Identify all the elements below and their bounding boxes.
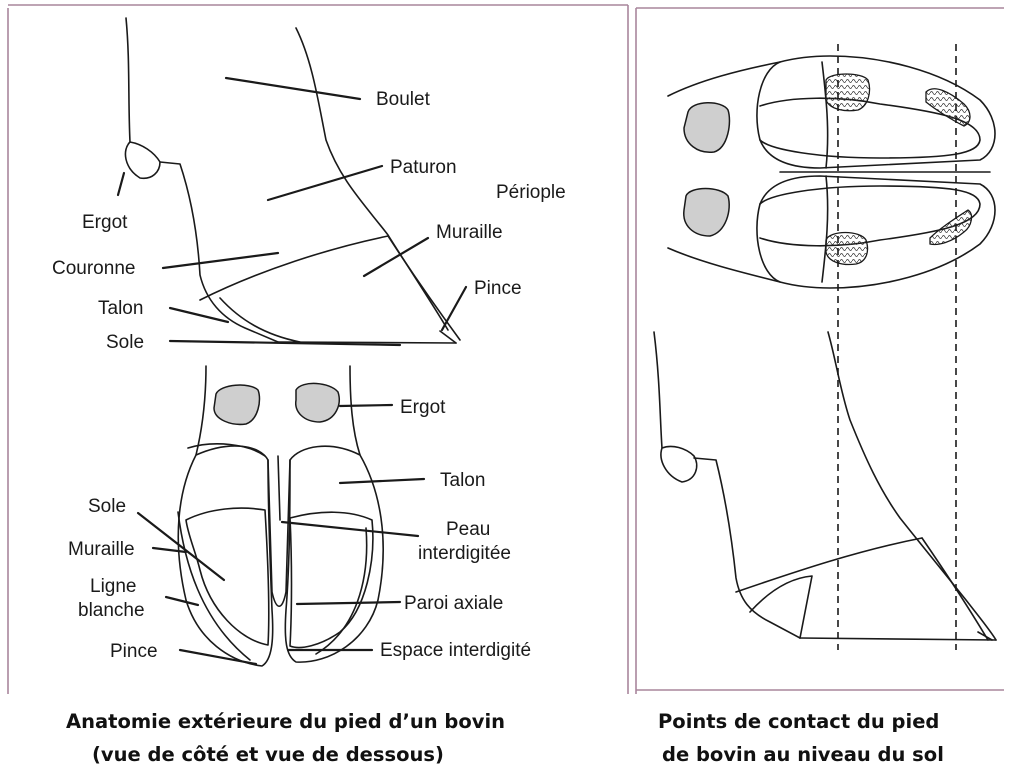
label-pince-side: Pince: [474, 278, 522, 299]
right-caption-line1: Points de contact du pied: [658, 710, 939, 733]
label-peau-line1: Peau: [446, 519, 490, 540]
label-talon-bottom: Talon: [440, 470, 485, 491]
label-ligne-line1: Ligne: [90, 576, 137, 597]
label-periople: Périople: [496, 182, 566, 203]
label-sole-bottom: Sole: [88, 496, 126, 517]
label-muraille-bottom: Muraille: [68, 539, 135, 560]
label-muraille-side: Muraille: [436, 222, 503, 243]
right-panel-frame: [635, 7, 1004, 694]
label-paturon: Paturon: [390, 157, 457, 178]
label-talon-side: Talon: [98, 298, 143, 319]
left-panel-frame: [7, 4, 629, 694]
contact-dashed-lines: [837, 44, 957, 650]
hoof-side-view: [116, 17, 468, 347]
label-pince-bottom: Pince: [110, 641, 158, 662]
left-caption-line2: (vue de côté et vue de dessous): [92, 743, 444, 766]
right-caption-line2: de bovin au niveau du sol: [662, 743, 944, 766]
label-paroi-axiale: Paroi axiale: [404, 593, 503, 614]
label-ligne-line2: blanche: [78, 600, 145, 621]
label-espace-interdigite: Espace interdigité: [380, 640, 531, 661]
label-ergot-bottom: Ergot: [400, 397, 446, 418]
label-boulet: Boulet: [376, 89, 431, 110]
label-peau-line2: interdigitée: [418, 543, 511, 564]
label-ergot-side: Ergot: [82, 212, 128, 233]
contact-bottom-view: [667, 55, 996, 289]
hoof-bottom-view: [136, 365, 426, 667]
left-caption-line1: Anatomie extérieure du pied d’un bovin: [66, 710, 505, 733]
label-sole-side: Sole: [106, 332, 144, 353]
contact-side-view: [653, 331, 997, 641]
label-couronne: Couronne: [52, 258, 135, 279]
